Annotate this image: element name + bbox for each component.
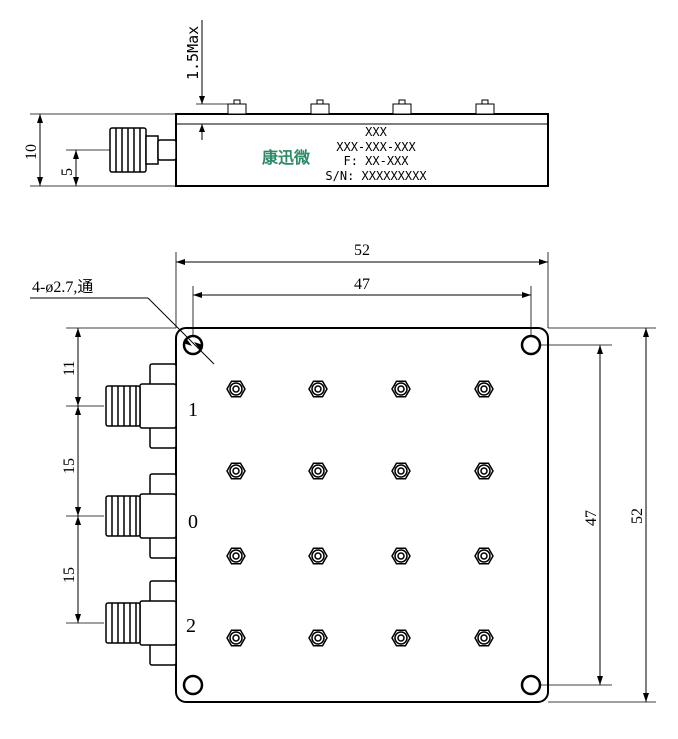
sma-connector: [105, 580, 177, 666]
height-max-label: 1.5Max: [184, 26, 202, 80]
tuning-post: [474, 462, 494, 480]
hole-note: 4-ø2.7,通: [32, 278, 93, 296]
tuning-post: [226, 629, 246, 647]
tuning-post: [474, 547, 494, 565]
tuning-post: [474, 380, 494, 398]
tuning-post: [391, 380, 411, 398]
overall-width-label: 52: [354, 242, 370, 259]
tuning-post: [391, 629, 411, 647]
tuning-post-grid: [226, 380, 494, 647]
tuning-post: [226, 547, 246, 565]
side-view: 1.5Max 10 5 康迅微 XXX XXX-XXX-XXX F: XX-XX…: [23, 20, 549, 187]
port-label-1: 1: [188, 399, 198, 421]
connector-height-label: 5: [59, 168, 76, 176]
port-label-2: 2: [186, 615, 196, 637]
overall-height-label: 10: [23, 144, 40, 160]
spacing-mid1-label: 15: [61, 458, 78, 474]
side-view-connector: [109, 127, 177, 173]
tuning-post: [474, 629, 494, 647]
brand-logo: 康迅微: [262, 148, 311, 167]
label-line-3: F: XX-XXX: [343, 154, 409, 168]
tuning-post: [226, 462, 246, 480]
overall-height-plan-label: 52: [629, 508, 646, 524]
plan-view: 1 0 2 52 47 4-ø2.7,通 11: [30, 242, 656, 703]
spacing-top-label: 11: [61, 361, 78, 376]
hole-pitch-x-label: 47: [354, 276, 370, 293]
label-line-2: XXX-XXX-XXX: [336, 140, 416, 154]
tuning-post: [308, 547, 328, 565]
tuning-post: [226, 380, 246, 398]
hole-pitch-y-label: 47: [583, 510, 600, 526]
side-view-body: [175, 113, 549, 187]
tuning-post: [308, 462, 328, 480]
label-line-1: XXX: [365, 125, 387, 139]
port-label-0: 0: [188, 511, 198, 533]
tuning-post: [308, 629, 328, 647]
tuning-post: [308, 380, 328, 398]
sma-connector: [105, 363, 177, 449]
tuning-post: [391, 547, 411, 565]
spacing-mid2-label: 15: [61, 567, 78, 583]
side-view-posts: [227, 99, 495, 115]
label-line-4: S/N: XXXXXXXXX: [325, 169, 427, 183]
sma-connector: [105, 473, 177, 559]
left-connectors: [105, 363, 177, 666]
tuning-post: [391, 462, 411, 480]
